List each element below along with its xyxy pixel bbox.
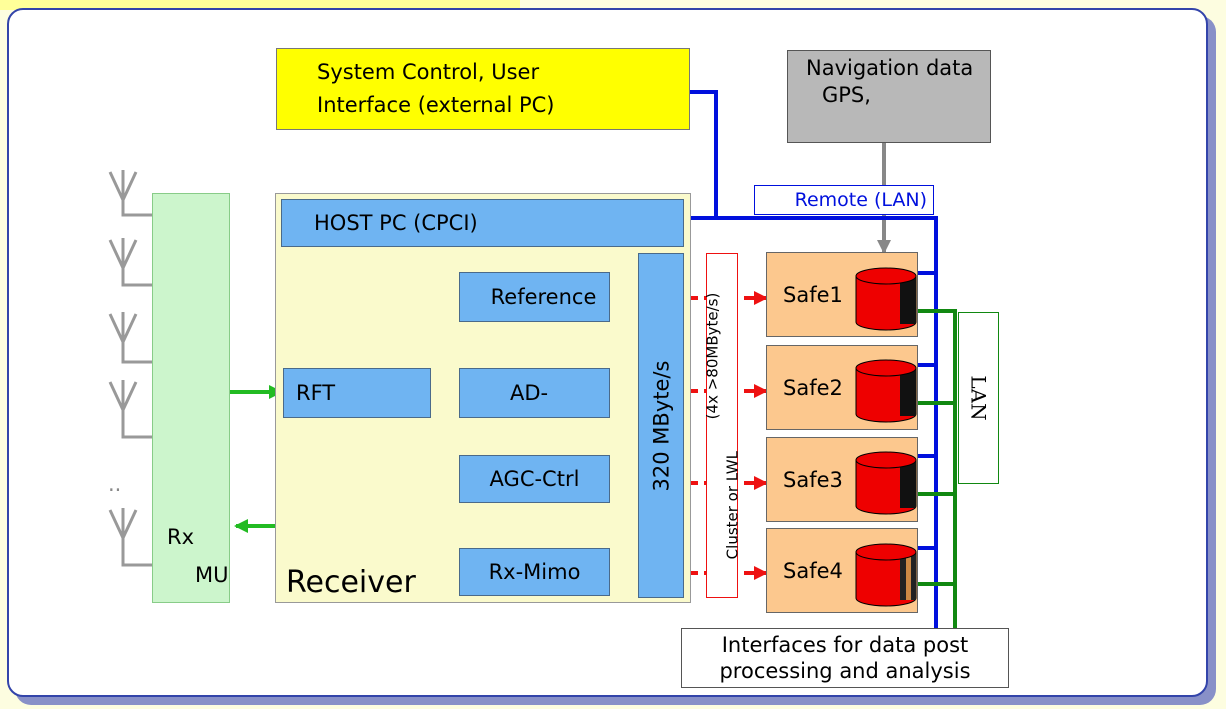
interfaces-line1: Interfaces for data post (721, 633, 969, 657)
rx-mimo-box: Rx-Mimo (459, 548, 610, 596)
host-pc-box: HOST PC (CPCI) (281, 199, 684, 247)
antenna-array (108, 170, 152, 567)
disk-icon (855, 267, 917, 331)
navigation-box: Navigation data GPS, (787, 50, 991, 143)
remote-lan-label: Remote (LAN) (754, 185, 934, 215)
system-control-line2: Interface (external PC) (317, 93, 555, 117)
ellipsis-label: .. (108, 472, 122, 496)
system-control-line1: System Control, User (317, 60, 540, 84)
cluster-box: (4x >80MByte/s) Cluster or LWL (703, 253, 741, 598)
reference-box: Reference (459, 272, 610, 322)
lan-label: LAN (966, 375, 991, 421)
rx-mu-box: Rx MU (152, 193, 230, 603)
lan-green-lines (918, 309, 957, 630)
ad-box: AD- (459, 368, 610, 418)
navigation-line1: Navigation data (806, 56, 974, 80)
agc-ctrl-box: AGC-Ctrl (459, 455, 610, 503)
rft-box: RFT (283, 368, 431, 418)
interfaces-line2: processing and analysis (719, 659, 971, 683)
interfaces-box: Interfaces for data post processing and … (681, 628, 1009, 688)
disk-icon (855, 359, 917, 423)
receiver-label: Receiver (286, 565, 416, 600)
disk-icon (855, 543, 917, 607)
top-band (0, 0, 520, 10)
rx-mu-line1: Rx (167, 525, 195, 549)
navigation-line2: GPS, (822, 83, 871, 107)
system-control-box: System Control, User Interface (external… (276, 48, 690, 130)
bus-320-box: 320 MByte/s (638, 253, 684, 598)
disk-icon (855, 451, 917, 515)
rx-mu-line2: MU (195, 563, 229, 587)
lan-box: LAN (958, 312, 999, 484)
